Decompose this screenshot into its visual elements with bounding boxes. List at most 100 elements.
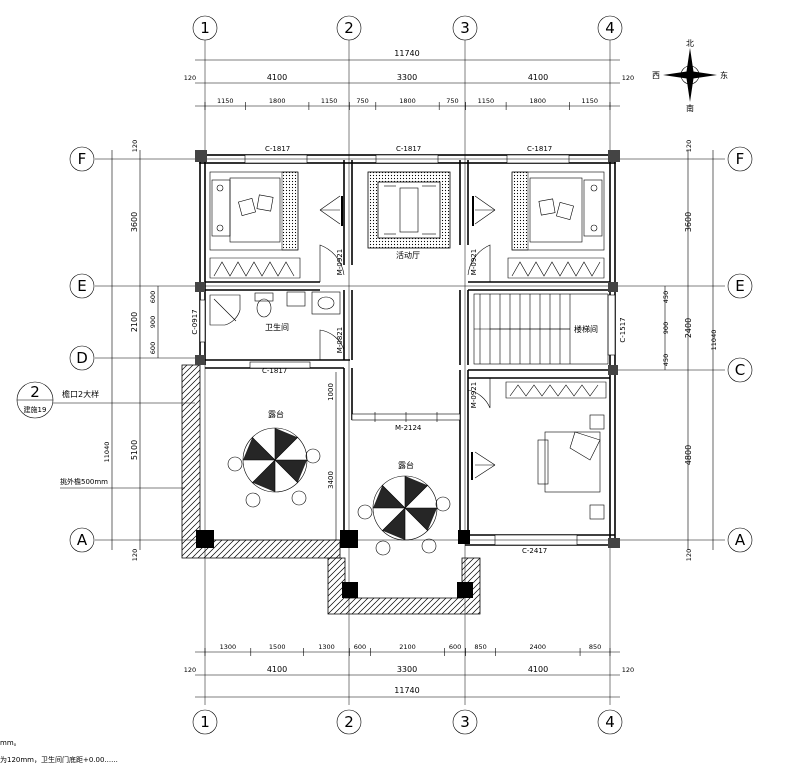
dim-segment: 1800 [530,97,547,105]
svg-text:450: 450 [662,354,670,366]
dim-segment: 1800 [399,97,416,105]
window-c2417: C-2417 [494,534,578,555]
axis-bubble-E-right: E [727,273,753,299]
svg-text:E: E [77,277,86,295]
svg-text:M-0821: M-0821 [336,327,344,353]
dim-segment: 850 [589,643,601,651]
svg-text:11740: 11740 [394,686,419,695]
svg-text:3400: 3400 [327,471,335,489]
svg-text:C-2417: C-2417 [522,547,547,555]
dim-segment: 750 [356,97,368,105]
door-m2124: M-2124 [351,412,461,432]
window-c1817-left: C-1817 [244,145,308,164]
svg-text:4100: 4100 [267,665,287,674]
bedroom-lower-right [471,381,607,520]
svg-text:西: 西 [652,71,660,80]
window-c0917: C-0917 [191,299,206,343]
svg-text:E: E [735,277,744,295]
svg-text:120: 120 [622,74,634,82]
door-m0921-lower: M-0921 [467,378,491,408]
axis-bubble-3-top: 3 [452,15,478,41]
compass-icon: 北 南 西 东 [652,39,728,113]
dim-segment: 1150 [478,97,495,105]
svg-text:11040: 11040 [103,442,111,463]
svg-text:3300: 3300 [397,665,417,674]
axis-bubble-F-left: F [69,146,95,172]
svg-text:M-2124: M-2124 [395,424,422,432]
bathroom: 卫生间 [209,291,341,332]
structural-columns [195,150,620,598]
svg-text:120: 120 [685,549,693,561]
axis-bubble-C-right: C [727,357,753,383]
svg-text:600: 600 [149,342,157,354]
dim-segment: 1500 [269,643,286,651]
svg-text:2: 2 [344,713,354,731]
svg-text:南: 南 [686,103,694,113]
svg-text:11040: 11040 [710,330,718,351]
footer-notes: mm。 为120mm，卫生间门底距+0.00...... [0,739,118,764]
svg-text:120: 120 [184,74,196,82]
svg-text:建施19: 建施19 [24,405,47,414]
svg-text:C-1817: C-1817 [262,367,287,375]
svg-text:450: 450 [662,291,670,303]
outer-eave-note: 挑外檐500mm [60,477,185,489]
right-dimensions: 450 900 450 120 3600 2400 4800 120 11040 [662,140,718,561]
activity-hall: 活动厅 [367,171,451,260]
left-dimensions: 11040 120 3600 2100 5100 120 600 900 600 [103,140,159,561]
svg-text:1: 1 [200,19,210,37]
svg-text:4100: 4100 [528,73,548,82]
svg-text:C-1817: C-1817 [527,145,552,153]
window-c1817-center: C-1817 [375,145,439,164]
axis-bubble-1-top: 1 [192,15,218,41]
svg-text:檐口2大样: 檐口2大样 [62,389,99,399]
svg-text:挑外檐500mm: 挑外檐500mm [60,477,108,486]
svg-text:为120mm，卫生间门底距+0.00......: 为120mm，卫生间门底距+0.00...... [0,755,118,764]
room-label-terrace-center: 露台 [398,460,414,470]
svg-text:4800: 4800 [684,445,693,465]
svg-text:3600: 3600 [130,212,139,232]
axis-bubble-F-right: F [727,146,753,172]
svg-text:120: 120 [131,549,139,561]
svg-text:D: D [76,349,88,367]
door-m0921-right: M-0921 [467,244,491,282]
window-c1817-right: C-1817 [506,145,570,164]
door-m0821: M-0821 [319,327,345,360]
svg-text:C-1517: C-1517 [619,317,627,342]
dim-segment: 1150 [581,97,598,105]
svg-text:900: 900 [662,322,670,334]
svg-text:C: C [735,361,745,379]
svg-text:120: 120 [622,666,634,674]
detail-callout: 2 建施19 檐口2大样 [16,381,195,419]
dim-segment: 600 [449,643,461,651]
dim-segment: 1800 [269,97,286,105]
svg-text:M-0921: M-0921 [336,249,344,275]
terrace-center: 露台 [357,460,451,556]
svg-text:1000: 1000 [327,383,335,401]
svg-text:2100: 2100 [130,312,139,332]
window-c1817-terrace: C-1817 [249,361,311,375]
svg-text:A: A [735,531,746,549]
dim-segment: 2100 [399,643,416,651]
svg-text:120: 120 [685,140,693,152]
svg-text:5100: 5100 [130,440,139,460]
axis-bubble-A-right: A [727,527,753,553]
room-label-bathroom: 卫生间 [265,322,289,332]
svg-text:C-1817: C-1817 [265,145,290,153]
svg-text:11740: 11740 [394,49,419,58]
bedroom-right [472,171,605,279]
elevation-marks: 1000 3400 [327,372,337,540]
svg-text:1: 1 [200,713,210,731]
svg-text:2: 2 [344,19,354,37]
room-label-activity: 活动厅 [396,250,420,260]
terrace-left: 露台 [227,409,321,508]
svg-text:4100: 4100 [528,665,548,674]
svg-text:M-0921: M-0921 [470,249,478,275]
dim-segment: 850 [474,643,486,651]
svg-text:4100: 4100 [267,73,287,82]
svg-text:3300: 3300 [397,73,417,82]
room-label-terrace-left: 露台 [268,409,284,419]
axis-bubble-4-top: 4 [597,15,623,41]
dim-segment: 750 [446,97,458,105]
axis-bubble-2-bottom: 2 [336,709,362,735]
